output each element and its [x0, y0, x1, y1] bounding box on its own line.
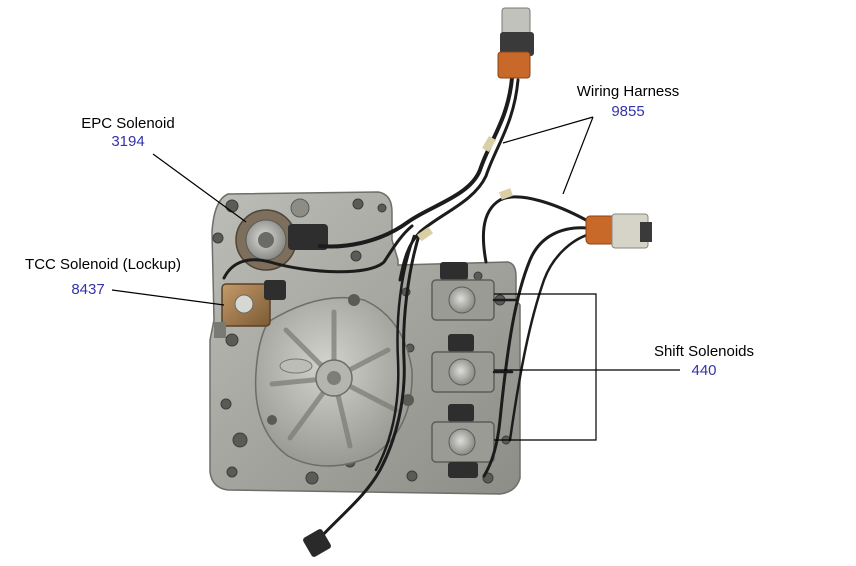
shift-solenoid-stack: [431, 262, 495, 478]
wiring-harness-number: 9855: [611, 103, 645, 120]
shift-solenoids-number: 440: [691, 362, 717, 379]
shift-solenoids-label: Shift Solenoids 440: [654, 343, 754, 379]
epc-solenoid: [235, 198, 328, 271]
right-harness-connector: [585, 213, 652, 249]
tcc-solenoid-name: TCC Solenoid (Lockup): [25, 256, 181, 273]
tcc-solenoid-label: TCC Solenoid (Lockup) 8437: [25, 256, 181, 298]
bottom-harness-connector: [303, 529, 331, 557]
tcc-solenoid-number: 8437: [71, 281, 105, 298]
pump-cover-plate: [254, 294, 414, 467]
tcc-solenoid: [214, 280, 286, 338]
wiring-harness-name: Wiring Harness: [576, 83, 680, 100]
shift-solenoids-name: Shift Solenoids: [653, 343, 755, 360]
harness-tape-bands: [416, 135, 514, 242]
epc-solenoid-label: EPC Solenoid 3194: [81, 115, 174, 150]
epc-solenoid-name: EPC Solenoid: [81, 115, 175, 132]
wiring-harness-label: Wiring Harness 9855: [577, 83, 680, 120]
leader-lines: [111, 116, 680, 441]
wiring-harness: [222, 76, 592, 542]
epc-solenoid-number: 3194: [111, 133, 145, 150]
top-harness-connector: [497, 7, 534, 79]
